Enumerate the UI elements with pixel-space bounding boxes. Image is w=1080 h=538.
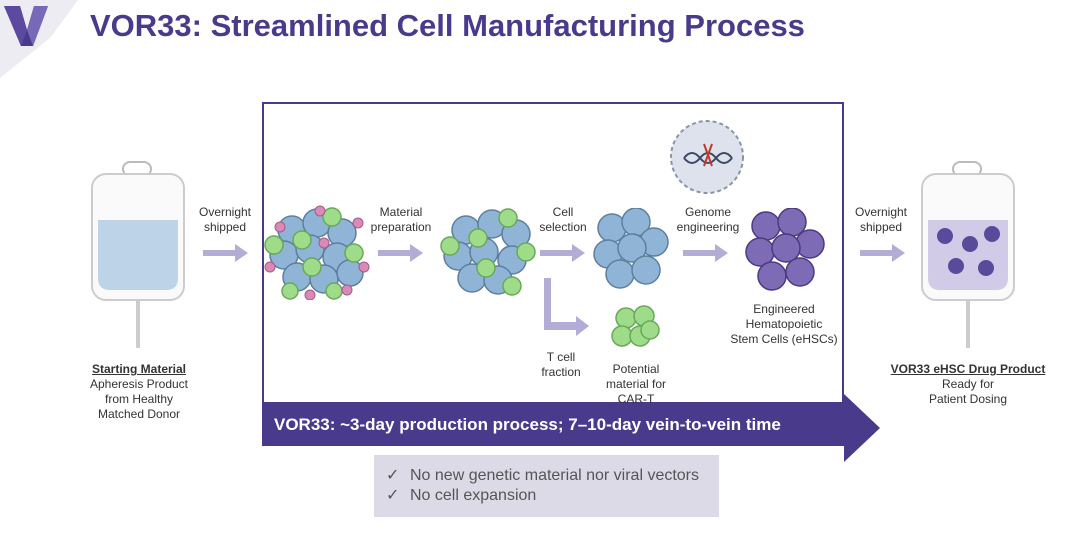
arrow-icon (860, 244, 905, 262)
t-cell-branch-arrow-icon (544, 278, 589, 336)
t-cell-cluster-icon (611, 305, 660, 347)
arrow-icon (378, 244, 423, 262)
check-icon: ✓ (386, 467, 400, 484)
cell-selection-label: Cell selection (539, 205, 587, 234)
note-row: ✓No cell expansion (386, 487, 537, 504)
genome-engineering-label: Genome engineering (676, 205, 740, 234)
starting-material-label: Starting Material Apheresis Product from… (89, 362, 189, 421)
arrow-icon (540, 244, 585, 262)
dna-scissors-icon (670, 120, 744, 194)
potential-material-label: Potential material for CAR-T (605, 362, 667, 406)
drug-product-label: VOR33 eHSC Drug Product Ready for Patien… (890, 362, 1046, 406)
t-cell-fraction-label: T cell fraction (541, 350, 581, 379)
engineered-cell-cluster-icon (745, 208, 825, 291)
shipped-out-label: Overnight shipped (854, 205, 908, 234)
note-row: ✓No new genetic material nor viral vecto… (386, 467, 700, 484)
iv-bag-drug-product-icon (921, 161, 1015, 348)
cell-cluster-icon (440, 208, 536, 296)
cell-cluster-icon (264, 205, 370, 300)
material-preparation-label: Material preparation (370, 205, 432, 234)
selected-cell-cluster-icon (593, 208, 669, 289)
notes-box: ✓No new genetic material nor viral vecto… (374, 455, 719, 517)
iv-bag-icon (91, 161, 185, 348)
vor-logo-icon (0, 0, 78, 78)
production-banner-text: VOR33: ~3-day production process; 7–10-d… (274, 415, 781, 434)
arrow-icon (203, 244, 248, 262)
production-banner-arrow (262, 394, 880, 462)
engineered-cells-label: Engineered Hematopoietic Stem Cells (eHS… (730, 302, 838, 346)
page-title: VOR33: Streamlined Cell Manufacturing Pr… (90, 8, 805, 43)
shipped-in-label: Overnight shipped (198, 205, 252, 234)
arrow-icon (683, 244, 728, 262)
check-icon: ✓ (386, 487, 400, 504)
